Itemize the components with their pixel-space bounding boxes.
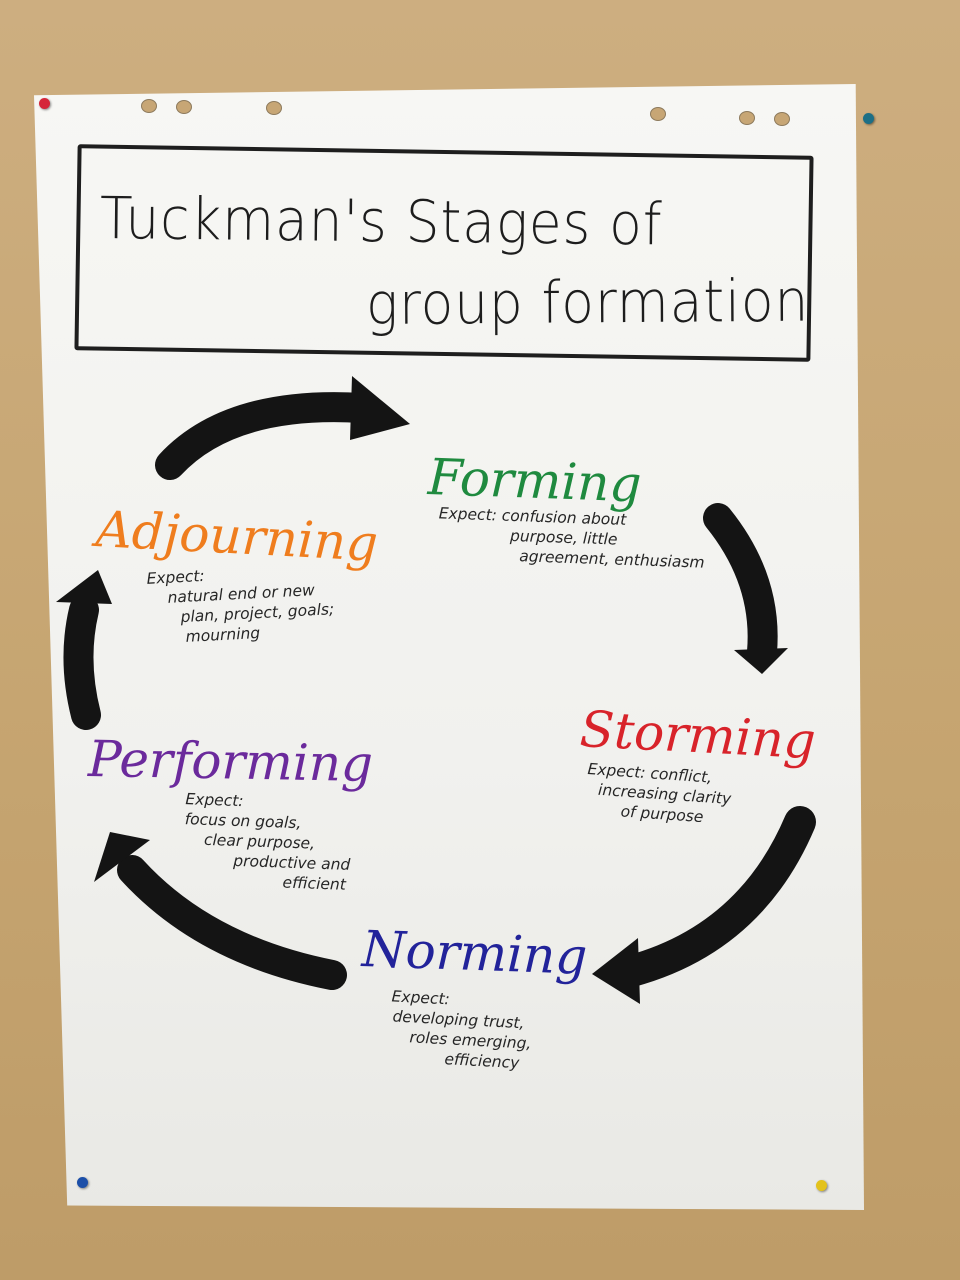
push-pin-blue bbox=[77, 1177, 88, 1188]
stage-label-norming: Norming bbox=[360, 920, 589, 986]
push-pin-yellow bbox=[816, 1180, 827, 1191]
punch-hole bbox=[141, 99, 157, 113]
stage-note-forming: Expect: confusion about purpose, little … bbox=[437, 503, 706, 572]
punch-hole bbox=[774, 112, 790, 126]
punch-hole bbox=[650, 107, 666, 121]
arrow-storming-to-norming bbox=[612, 806, 816, 988]
arrowhead-norming bbox=[592, 938, 640, 1004]
punch-hole bbox=[176, 100, 192, 114]
arrowhead-performing bbox=[94, 832, 150, 882]
flipchart-paper bbox=[34, 84, 864, 1210]
arrow-adjourning-to-forming bbox=[155, 392, 377, 480]
punch-hole bbox=[739, 111, 755, 125]
push-pin-red bbox=[39, 98, 50, 109]
stage-note-storming: Expect: conflict, increasing clarity of … bbox=[584, 759, 733, 829]
stage-label-storming: Storming bbox=[578, 700, 818, 771]
arrowhead-forming bbox=[350, 376, 410, 440]
arrowhead-storming bbox=[734, 648, 788, 674]
arrowhead-adjourning bbox=[56, 570, 112, 604]
stage-note-performing: Expect: focus on goals, clear purpose, p… bbox=[182, 789, 352, 895]
push-pin-teal bbox=[863, 113, 874, 124]
arrow-norming-to-performing bbox=[117, 855, 347, 990]
stage-note-norming: Expect: developing trust, roles emerging… bbox=[388, 986, 534, 1073]
arrow-performing-to-adjourning bbox=[63, 595, 101, 730]
stage-note-adjourning: Expect: natural end or new plan, project… bbox=[146, 559, 336, 649]
arrow-forming-to-storming bbox=[703, 503, 778, 667]
punch-hole bbox=[266, 101, 282, 115]
stage-label-performing: Performing bbox=[87, 730, 374, 793]
